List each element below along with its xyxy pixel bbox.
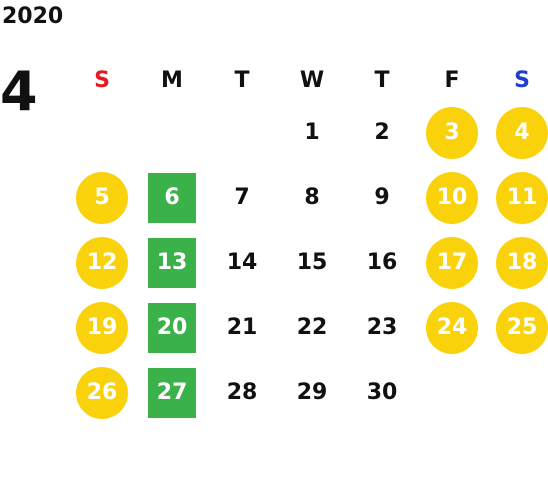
day-cell[interactable]: 5 [67, 165, 137, 230]
day-number: 13 [148, 237, 196, 288]
day-cell[interactable]: 27 [137, 360, 207, 425]
day-cell[interactable]: 9 [347, 165, 417, 230]
day-cell[interactable]: 17 [417, 230, 487, 295]
day-number: 5 [76, 171, 128, 224]
day-number: 10 [426, 171, 478, 224]
day-cell [207, 100, 277, 165]
day-cell[interactable]: 6 [137, 165, 207, 230]
day-number: 4 [496, 106, 548, 159]
day-number: 1 [304, 120, 320, 145]
day-number: 30 [366, 380, 398, 405]
weekday-wednesday: W [299, 68, 325, 93]
day-cell[interactable]: 14 [207, 230, 277, 295]
day-number: 2 [374, 120, 390, 145]
day-number: 16 [366, 250, 398, 275]
day-cell[interactable]: 24 [417, 295, 487, 360]
day-number: 7 [234, 185, 250, 210]
weekday-saturday: S [514, 68, 530, 93]
day-cell[interactable]: 12 [67, 230, 137, 295]
day-number: 6 [148, 172, 196, 223]
day-cell[interactable]: 18 [487, 230, 548, 295]
day-cell[interactable]: 19 [67, 295, 137, 360]
weekday-sunday: S [94, 68, 110, 93]
day-cell[interactable]: 29 [277, 360, 347, 425]
day-number: 17 [426, 236, 478, 289]
day-cell[interactable]: 22 [277, 295, 347, 360]
week-row: 26 27 28 29 30 [67, 360, 548, 425]
day-number: 14 [226, 250, 258, 275]
week-row: 19 20 21 22 23 24 25 [67, 295, 548, 360]
day-cell[interactable]: 15 [277, 230, 347, 295]
day-number: 21 [226, 315, 258, 340]
day-cell[interactable]: 21 [207, 295, 277, 360]
day-number: 18 [496, 236, 548, 289]
day-cell[interactable]: 30 [347, 360, 417, 425]
weekday-header-row: S M T W T F S [67, 62, 548, 100]
weekday-thursday: T [374, 68, 390, 93]
week-row: 12 13 14 15 16 17 18 [67, 230, 548, 295]
day-cell[interactable]: 28 [207, 360, 277, 425]
day-number: 27 [148, 367, 196, 418]
day-number: 22 [296, 315, 328, 340]
day-number: 20 [148, 302, 196, 353]
day-cell[interactable]: 3 [417, 100, 487, 165]
year-label: 2020 [2, 4, 64, 29]
day-number: 9 [374, 185, 390, 210]
day-cell[interactable]: 7 [207, 165, 277, 230]
day-number: 19 [76, 301, 128, 354]
day-cell[interactable]: 23 [347, 295, 417, 360]
day-cell[interactable]: 4 [487, 100, 548, 165]
day-number: 29 [296, 380, 328, 405]
day-cell [417, 360, 487, 425]
day-cell[interactable]: 20 [137, 295, 207, 360]
day-number: 23 [366, 315, 398, 340]
day-cell [487, 360, 548, 425]
day-cell[interactable]: 2 [347, 100, 417, 165]
day-number: 8 [304, 185, 320, 210]
day-cell[interactable]: 11 [487, 165, 548, 230]
month-number: 4 [0, 60, 38, 123]
day-cell[interactable]: 16 [347, 230, 417, 295]
day-cell[interactable]: 25 [487, 295, 548, 360]
day-cell[interactable]: 1 [277, 100, 347, 165]
day-number: 26 [76, 366, 128, 419]
day-cell[interactable]: 26 [67, 360, 137, 425]
day-cell [67, 100, 137, 165]
day-number: 12 [76, 236, 128, 289]
day-cell[interactable]: 10 [417, 165, 487, 230]
day-cell[interactable]: 13 [137, 230, 207, 295]
weekday-monday: M [161, 68, 183, 93]
day-cell [137, 100, 207, 165]
day-number: 24 [426, 301, 478, 354]
weekday-friday: F [444, 68, 460, 93]
day-number: 15 [296, 250, 328, 275]
day-cell[interactable]: 8 [277, 165, 347, 230]
weekday-tuesday: T [234, 68, 250, 93]
day-number: 11 [496, 171, 548, 224]
day-number: 25 [496, 301, 548, 354]
day-number: 3 [426, 106, 478, 159]
day-number: 28 [226, 380, 258, 405]
